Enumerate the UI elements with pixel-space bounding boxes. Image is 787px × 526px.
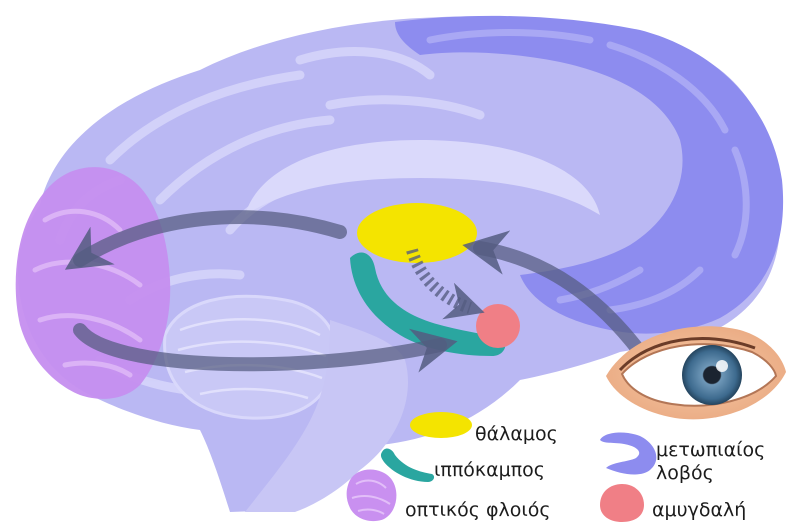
purple-brain-icon [347,470,397,522]
legend-label-amygdala: αμυγδαλή [652,499,746,521]
legend-label-frontal-lobe-line2: λοβός [656,462,714,484]
legend-label-frontal-lobe-line1: μετωπιαίος [656,439,765,461]
thalamus-region [357,203,477,263]
blue-crescent-icon [600,433,656,475]
yellow-blob-icon [410,412,472,438]
amygdala-region [476,304,520,348]
legend-label-thalamus: θάλαμος [475,423,558,445]
pink-circle-icon [600,484,644,522]
legend-label-hippocampus: ιππόκαμπος [434,459,545,481]
legend-label-visual-cortex: οπτικός φλοιός [405,499,551,521]
